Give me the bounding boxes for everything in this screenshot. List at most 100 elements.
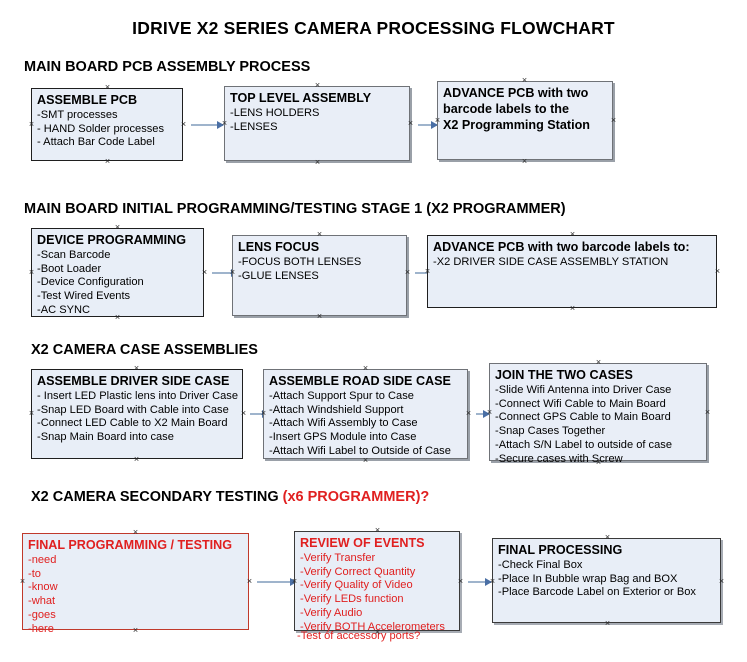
node-line: -SMT processes — [37, 108, 118, 121]
selection-handle[interactable] — [407, 120, 414, 127]
node-line: -here — [28, 622, 54, 635]
node-line: -Snap LED Board with Cable into Case — [37, 403, 229, 416]
node-line: -Snap Cases Together — [495, 425, 606, 438]
selection-handle[interactable] — [569, 231, 576, 238]
node-final-processing[interactable]: FINAL PROCESSING -Check Final Box -Place… — [492, 538, 721, 623]
node-join-the-two-cases[interactable]: JOIN THE TWO CASES -Slide Wifi Antenna i… — [489, 363, 707, 465]
node-line: -Check Final Box — [498, 558, 583, 571]
node-line: -Test Wired Events — [37, 290, 131, 303]
section-heading-x2-camera-secondary-testing: X2 CAMERA SECONDARY TESTING (x6 PROGRAMM… — [31, 489, 429, 505]
selection-handle[interactable] — [19, 578, 26, 585]
node-line: - Attach Bar Code Label — [37, 136, 155, 149]
selection-handle[interactable] — [180, 121, 187, 128]
node-title: LENS FOCUS — [238, 240, 320, 254]
selection-handle[interactable] — [604, 620, 611, 627]
selection-handle[interactable] — [434, 117, 441, 124]
selection-handle[interactable] — [201, 269, 208, 276]
selection-handle[interactable] — [291, 578, 298, 585]
selection-handle[interactable] — [260, 410, 267, 417]
selection-handle[interactable] — [133, 365, 140, 372]
node-line: -Insert GPS Module into Case — [269, 431, 417, 444]
selection-handle[interactable] — [132, 529, 139, 536]
selection-handle[interactable] — [316, 231, 323, 238]
section-heading-main-board-initial-programming: MAIN BOARD INITIAL PROGRAMMING/TESTING S… — [24, 201, 566, 217]
selection-handle[interactable] — [246, 578, 253, 585]
selection-handle[interactable] — [114, 224, 121, 231]
node-device-programming[interactable]: DEVICE PROGRAMMING -Scan Barcode -Boot L… — [31, 228, 204, 317]
node-top-level-assembly[interactable]: TOP LEVEL ASSEMBLY -LENS HOLDERS -LENSES — [224, 86, 410, 161]
selection-handle[interactable] — [714, 268, 721, 275]
node-advance-pcb-to-driver-side-case-station[interactable]: ADVANCE PCB with two barcode labels to: … — [427, 235, 717, 308]
selection-handle[interactable] — [489, 578, 496, 585]
node-title: TOP LEVEL ASSEMBLY — [230, 91, 372, 105]
node-line: -Connect Wifi Cable to Main Board — [495, 397, 666, 410]
selection-handle[interactable] — [595, 459, 602, 466]
node-assemble-pcb[interactable]: ASSEMBLE PCB -SMT processes - HAND Solde… — [31, 88, 183, 161]
selection-handle[interactable] — [374, 527, 381, 534]
node-line: -Verify Audio — [300, 607, 363, 620]
selection-handle[interactable] — [486, 409, 493, 416]
selection-handle[interactable] — [221, 120, 228, 127]
node-line: -Place Barcode Label on Exterior or Box — [498, 586, 696, 599]
selection-handle[interactable] — [362, 365, 369, 372]
node-assemble-road-side-case[interactable]: ASSEMBLE ROAD SIDE CASE -Attach Support … — [263, 369, 468, 459]
selection-handle[interactable] — [424, 268, 431, 275]
node-assemble-driver-side-case[interactable]: ASSEMBLE DRIVER SIDE CASE - Insert LED P… — [31, 369, 243, 459]
page-title: IDRIVE X2 SERIES CAMERA PROCESSING FLOWC… — [132, 18, 615, 38]
section-heading-main-board-pcb-assembly: MAIN BOARD PCB ASSEMBLY PROCESS — [24, 59, 310, 75]
selection-handle[interactable] — [457, 578, 464, 585]
node-title: JOIN THE TWO CASES — [495, 368, 633, 382]
node-title: FINAL PROGRAMMING / TESTING — [28, 538, 233, 552]
selection-handle[interactable] — [104, 158, 111, 165]
selection-handle[interactable] — [521, 77, 528, 84]
section-heading-text: MAIN BOARD INITIAL PROGRAMMING/TESTING S… — [24, 201, 566, 217]
selection-handle[interactable] — [28, 269, 35, 276]
node-title: FINAL PROCESSING — [498, 543, 623, 557]
selection-handle[interactable] — [104, 84, 111, 91]
node-final-programming-testing[interactable]: FINAL PROGRAMMING / TESTING -need -to -k… — [22, 533, 249, 635]
selection-handle[interactable] — [362, 457, 369, 464]
node-line: -Boot Loader — [37, 262, 102, 275]
node-line: -to — [28, 567, 41, 580]
section-heading-text: X2 CAMERA SECONDARY TESTING — [31, 489, 283, 505]
selection-handle[interactable] — [28, 410, 35, 417]
selection-handle[interactable] — [465, 410, 472, 417]
node-line: -Secure cases with Screw — [495, 452, 623, 465]
selection-handle[interactable] — [610, 117, 617, 124]
node-lens-focus[interactable]: LENS FOCUS -FOCUS BOTH LENSES -GLUE LENS… — [232, 235, 407, 316]
node-line: -GLUE LENSES — [238, 269, 319, 282]
node-line: -Verify Correct Quantity — [300, 565, 416, 578]
node-review-of-events[interactable]: REVIEW OF EVENTS -Verify Transfer -Verif… — [294, 531, 460, 633]
selection-handle[interactable] — [240, 410, 247, 417]
selection-handle[interactable] — [133, 456, 140, 463]
selection-handle[interactable] — [314, 159, 321, 166]
node-line: -Slide Wifi Antenna into Driver Case — [495, 383, 672, 396]
node-line: -know — [28, 581, 58, 594]
selection-handle[interactable] — [374, 629, 381, 636]
node-title: ASSEMBLE DRIVER SIDE CASE — [37, 374, 230, 388]
selection-handle[interactable] — [316, 313, 323, 320]
selection-handle[interactable] — [132, 627, 139, 634]
selection-handle[interactable] — [604, 534, 611, 541]
node-line: -what — [28, 595, 56, 608]
selection-handle[interactable] — [718, 578, 725, 585]
node-overflow-line: -Test of accessory ports? — [297, 630, 421, 642]
node-line: -Connect LED Cable to X2 Main Board — [37, 417, 228, 430]
selection-handle[interactable] — [229, 269, 236, 276]
node-line: -Verify Quality of Video — [300, 579, 413, 592]
selection-handle[interactable] — [704, 409, 711, 416]
node-line: barcode labels to the — [443, 101, 569, 116]
node-title: ADVANCE PCB with two barcode labels to: — [433, 240, 690, 254]
selection-handle[interactable] — [314, 82, 321, 89]
selection-handle[interactable] — [595, 359, 602, 366]
node-title: REVIEW OF EVENTS — [300, 536, 425, 550]
node-line: -AC SYNC — [37, 304, 91, 317]
selection-handle[interactable] — [569, 305, 576, 312]
node-line: -Attach Windshield Support — [269, 403, 404, 416]
selection-handle[interactable] — [114, 314, 121, 321]
node-advance-pcb-to-x2-programming-station[interactable]: ADVANCE PCB with two barcode labels to t… — [437, 81, 613, 160]
node-line: -Attach Wifi Assembly to Case — [269, 417, 418, 430]
selection-handle[interactable] — [521, 158, 528, 165]
selection-handle[interactable] — [404, 269, 411, 276]
selection-handle[interactable] — [28, 121, 35, 128]
